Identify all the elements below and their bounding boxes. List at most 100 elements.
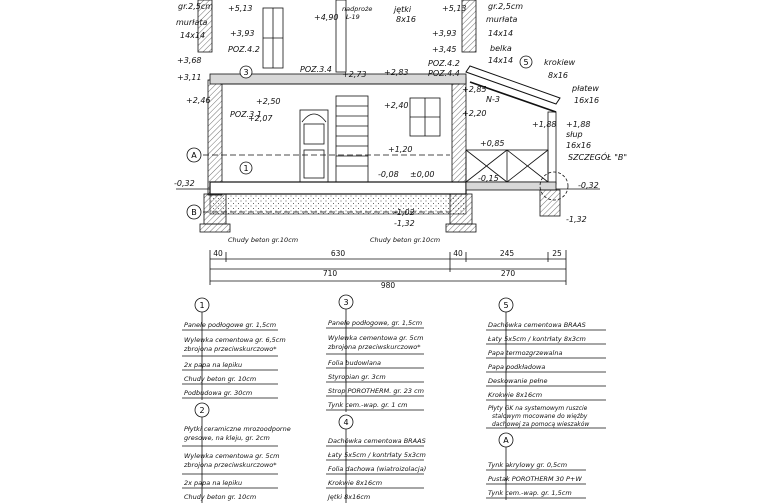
annotation: -0,32 — [578, 181, 599, 190]
annotation: +3,93 — [432, 29, 457, 38]
annotation: 14x14 — [180, 31, 205, 40]
right-wall-lower — [451, 77, 467, 195]
legend: 1 Panele podłogowe gr. 1,5cm Wylewka cem… — [182, 294, 606, 503]
annotation: +0,85 — [480, 139, 505, 148]
stair — [335, 95, 369, 183]
annotation: L-19 — [346, 13, 360, 21]
annotation: słup — [566, 130, 583, 139]
annotation: belka — [490, 44, 512, 53]
ground-slab — [209, 181, 467, 195]
svg-text:Papa podkładowa: Papa podkładowa — [488, 363, 545, 371]
marker-label: 1 — [243, 164, 248, 173]
annotation: 16x16 — [566, 141, 591, 150]
annotation: jętki — [393, 5, 412, 14]
annotation: 8x16 — [396, 15, 416, 24]
svg-text:Jętki 8x16cm: Jętki 8x16cm — [326, 493, 370, 501]
annotation: 16x16 — [574, 96, 599, 105]
legend-box-1: 1 Panele podłogowe gr. 1,5cm Wylewka cem… — [182, 297, 286, 400]
annotation: +3,45 — [432, 45, 457, 54]
annotation: POZ.3.1 — [230, 110, 262, 119]
annotation: +5,13 — [442, 4, 467, 13]
svg-text:Podbudowa gr. 30cm: Podbudowa gr. 30cm — [184, 389, 252, 397]
annotation: -1,32 — [566, 215, 587, 224]
svg-text:Krokwie 8x16cm: Krokwie 8x16cm — [488, 391, 542, 399]
svg-text:Wylewka cementowa gr. 5cm: Wylewka cementowa gr. 5cm — [184, 452, 280, 460]
annotation: +3,93 — [230, 29, 255, 38]
svg-text:Płytki ceramiczne mrozoodporne: Płytki ceramiczne mrozoodporne — [184, 425, 291, 433]
left-wall-upper — [197, 0, 213, 53]
annotation: gr.2,5cm — [178, 2, 213, 11]
annotation: -1,32 — [394, 219, 415, 228]
svg-text:630: 630 — [331, 249, 346, 258]
svg-text:Tynk cem.-wap. gr. 1,5cm: Tynk cem.-wap. gr. 1,5cm — [488, 489, 572, 497]
svg-text:2x papa na lepiku: 2x papa na lepiku — [184, 479, 242, 487]
svg-text:980: 980 — [381, 281, 396, 290]
svg-text:245: 245 — [500, 249, 515, 258]
legend-box-5: 5 Dachówka cementowa BRAAS Łaty 5x5cm / … — [486, 297, 606, 429]
annotation: +2,85 — [462, 85, 487, 94]
annotation: murłata — [486, 15, 517, 24]
svg-text:270: 270 — [501, 269, 516, 278]
annotation: +3,68 — [177, 56, 202, 65]
annotation: 14x14 — [488, 29, 513, 38]
svg-text:2: 2 — [199, 406, 204, 415]
marker-label: 5 — [523, 58, 528, 67]
svg-text:4: 4 — [343, 418, 348, 427]
annotation: murłata — [176, 18, 207, 27]
svg-text:Dachówka cementowa BRAAS: Dachówka cementowa BRAAS — [328, 437, 426, 445]
annotation: +1,88 — [566, 120, 591, 129]
svg-text:40: 40 — [213, 249, 223, 258]
svg-text:gresowe, na kleju, gr. 2cm: gresowe, na kleju, gr. 2cm — [184, 434, 270, 442]
foundation-right — [449, 193, 473, 225]
svg-text:A: A — [503, 436, 509, 445]
svg-text:Panele podłogowe gr. 1,5cm: Panele podłogowe gr. 1,5cm — [184, 321, 276, 329]
svg-text:25: 25 — [552, 249, 562, 258]
annotation: +2,07 — [248, 114, 273, 123]
annotation: +1,88 — [532, 120, 557, 129]
svg-text:Styropian gr. 3cm: Styropian gr. 3cm — [328, 373, 386, 381]
annotation: SZCZEGÓŁ "B" — [568, 151, 627, 162]
svg-text:710: 710 — [323, 269, 338, 278]
annotation: POZ.3.4 — [300, 65, 332, 74]
svg-text:stalowym mocowane do więźby: stalowym mocowane do więźby — [492, 413, 588, 420]
legend-box-3: 3 Panele podłogowe, gr. 1,5cm Wylewka ce… — [326, 294, 424, 412]
annotation: +2,20 — [462, 109, 487, 118]
legend-box-2: 2 Płytki ceramiczne mrozoodporne gresowe… — [182, 402, 291, 503]
section-annotations: gr.2,5cm +5,13 murłata 14x14 +3,93 +3,68… — [174, 2, 627, 244]
annotation: +2,46 — [186, 96, 211, 105]
svg-text:dachowej za pomocą wieszaków: dachowej za pomocą wieszaków — [492, 421, 589, 428]
annotation: Chudy beton gr.10cm — [370, 236, 440, 244]
svg-text:Chudy beton gr. 10cm: Chudy beton gr. 10cm — [184, 493, 256, 501]
annotation: +3,11 — [177, 73, 202, 82]
marker-label: 3 — [243, 68, 248, 77]
svg-text:Folia dachowa (wiatroizolacja): Folia dachowa (wiatroizolacja) — [328, 465, 426, 473]
svg-text:Papa termozgrzewalna: Papa termozgrzewalna — [488, 349, 562, 357]
annotation: +4,90 — [314, 13, 339, 22]
svg-text:3: 3 — [343, 298, 348, 307]
svg-text:Wylewka cementowa gr. 6,5cm: Wylewka cementowa gr. 6,5cm — [184, 336, 286, 344]
annotation: ±0,00 — [410, 170, 435, 179]
svg-text:40: 40 — [453, 249, 463, 258]
annotation: 14x14 — [488, 56, 513, 65]
svg-text:Folia budowlana: Folia budowlana — [328, 359, 381, 367]
dimension-lines — [209, 250, 567, 285]
dimension-texts: 40 630 40 245 25 710 270 980 — [213, 249, 562, 290]
svg-text:Krokwie 8x16cm: Krokwie 8x16cm — [328, 479, 382, 487]
svg-text:zbrojona przeciwskurczowo*: zbrojona przeciwskurczowo* — [183, 461, 277, 469]
annotation: nadproże — [342, 5, 372, 13]
svg-text:Łaty 5x5cm / kontrłaty 5x3cm: Łaty 5x5cm / kontrłaty 5x3cm — [327, 451, 426, 459]
annotation: -0,08 — [378, 170, 399, 179]
annotation: +1,20 — [388, 145, 413, 154]
svg-text:Wylewka cementowa gr. 5cm: Wylewka cementowa gr. 5cm — [328, 334, 424, 342]
svg-text:Panele podłogowe, gr. 1,5cm: Panele podłogowe, gr. 1,5cm — [328, 319, 422, 327]
right-wall-upper — [461, 0, 477, 53]
foundation-left — [203, 193, 227, 225]
svg-text:Chudy beton gr. 10cm: Chudy beton gr. 10cm — [184, 375, 256, 383]
svg-text:Tynk akrylowy gr. 0,5cm: Tynk akrylowy gr. 0,5cm — [488, 461, 567, 469]
svg-text:Deskowanie pełne: Deskowanie pełne — [488, 377, 548, 385]
annotation: -0,15 — [478, 174, 499, 183]
annotation: -1,02 — [394, 208, 415, 217]
marker-label: B — [191, 208, 197, 217]
svg-text:5: 5 — [503, 301, 508, 310]
